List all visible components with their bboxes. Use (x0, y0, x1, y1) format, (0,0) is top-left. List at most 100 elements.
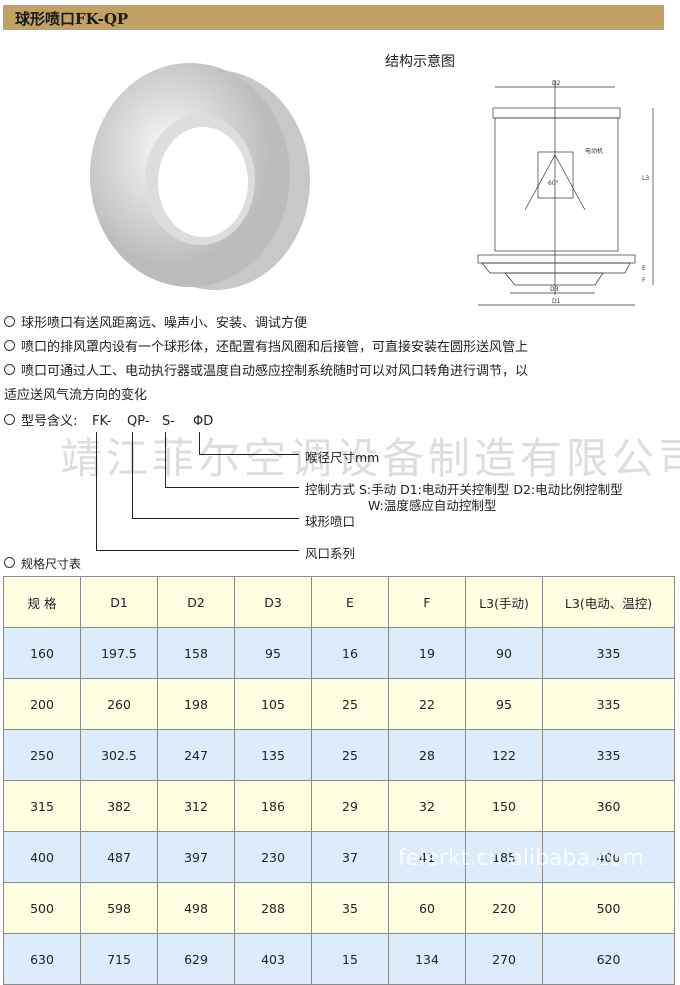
code-qp: QP- (127, 414, 150, 429)
model-item: 喉径尺寸mm (305, 450, 380, 465)
table-cell: 312 (157, 780, 235, 832)
watermark-url: feierkt.cn.alibaba.com (398, 846, 644, 871)
table-cell: 22 (388, 678, 466, 730)
table-cell: 403 (234, 933, 312, 985)
table-cell: 498 (157, 882, 235, 934)
table-cell: 400 (3, 831, 81, 883)
table-cell: 598 (80, 882, 158, 934)
model-label: 型号含义: (4, 410, 77, 429)
code-fk: FK- (92, 414, 112, 429)
table-cell: 25 (311, 729, 389, 781)
table-cell: 500 (542, 882, 675, 934)
table-cell: 29 (311, 780, 389, 832)
product-photo (90, 63, 310, 290)
svg-text:F: F (642, 277, 646, 284)
title-bar: 球形喷口FK-QP (3, 5, 664, 30)
table-cell: 19 (388, 627, 466, 679)
table-cell: 135 (234, 729, 312, 781)
table-cell: 197.5 (80, 627, 158, 679)
table-cell: 335 (542, 729, 675, 781)
page-title: 球形喷口FK-QP (15, 10, 129, 28)
model-item: W:温度感应自动控制型 (368, 498, 497, 513)
svg-text:D1: D1 (552, 298, 561, 305)
table-cell: 16 (311, 627, 389, 679)
table-cell: D1 (80, 576, 158, 628)
model-item: 控制方式 S:手动 D1:电动开关控制型 D2:电动比例控制型 (305, 482, 623, 497)
table-cell: D3 (234, 576, 312, 628)
bullet: 球形喷口有送风距离远、噪声小、安装、调试方便 (4, 312, 307, 331)
table-cell: D2 (157, 576, 235, 628)
table-cell: 25 (311, 678, 389, 730)
svg-text:E: E (642, 265, 646, 272)
label-d2: D2 (552, 80, 561, 87)
table-cell: 315 (3, 780, 81, 832)
table-cell: L3(电动、温控) (542, 576, 675, 628)
table-cell: 规 格 (3, 576, 81, 628)
table-cell: 15 (311, 933, 389, 985)
table-cell: 500 (3, 882, 81, 934)
table-cell: 60 (388, 882, 466, 934)
table-cell: 400 (542, 831, 675, 883)
table-title: 规格尺寸表 (4, 555, 81, 572)
svg-text:60°: 60° (548, 180, 559, 187)
table-cell: 335 (542, 627, 675, 679)
table-cell: 200 (3, 678, 81, 730)
table-cell: 41 (388, 831, 466, 883)
table-cell: 629 (157, 933, 235, 985)
table-cell: 260 (80, 678, 158, 730)
table-cell: 95 (234, 627, 312, 679)
bullet: 喷口的排风罩内设有一个球形体，还配置有挡风圈和后接管，可直接安装在圆形送风管上 (4, 336, 528, 355)
table-cell: 158 (157, 627, 235, 679)
table-cell: 335 (542, 678, 675, 730)
table-cell: 28 (388, 729, 466, 781)
table-cell: 630 (3, 933, 81, 985)
svg-text:电动机: 电动机 (585, 147, 603, 155)
table-cell: F (388, 576, 466, 628)
table-cell: 160 (3, 627, 81, 679)
table-cell: 250 (3, 729, 81, 781)
structure-diagram: D2 60° 电动机 D3 D1 L3 EF (477, 80, 654, 306)
table-cell: 302.5 (80, 729, 158, 781)
svg-text:L3: L3 (642, 175, 649, 182)
table-cell: 715 (80, 933, 158, 985)
table-cell: L3(手动) (465, 576, 543, 628)
table-cell: 382 (80, 780, 158, 832)
table-cell: 230 (234, 831, 312, 883)
table-cell: 360 (542, 780, 675, 832)
table-cell: 134 (388, 933, 466, 985)
table-cell: 397 (157, 831, 235, 883)
model-item: 球形喷口 (305, 514, 356, 529)
table-cell: 150 (465, 780, 543, 832)
diagram-title: 结构示意图 (385, 54, 455, 70)
table-cell: 122 (465, 729, 543, 781)
table-cell: 198 (157, 678, 235, 730)
table-cell: 487 (80, 831, 158, 883)
table-cell: 95 (465, 678, 543, 730)
table-cell: 620 (542, 933, 675, 985)
bullet: 喷口可通过人工、电动执行器或温度自动感应控制系统随时可以对风口转角进行调节，以 (4, 360, 528, 379)
table-cell: 270 (465, 933, 543, 985)
code-d: ΦD (193, 414, 214, 429)
table-cell: 247 (157, 729, 235, 781)
table-cell: 186 (234, 780, 312, 832)
table-cell: 35 (311, 882, 389, 934)
code-s: S- (162, 414, 175, 429)
table-cell: 90 (465, 627, 543, 679)
table-cell: 37 (311, 831, 389, 883)
table-cell: 32 (388, 780, 466, 832)
watermark: 靖江菲尔空调设备制造有限公司 (60, 434, 680, 483)
svg-text:D3: D3 (550, 286, 559, 293)
bullet-continuation: 适应送风气流方向的变化 (4, 388, 148, 403)
model-item: 风口系列 (305, 546, 356, 561)
table-cell: E (311, 576, 389, 628)
table-cell: 105 (234, 678, 312, 730)
